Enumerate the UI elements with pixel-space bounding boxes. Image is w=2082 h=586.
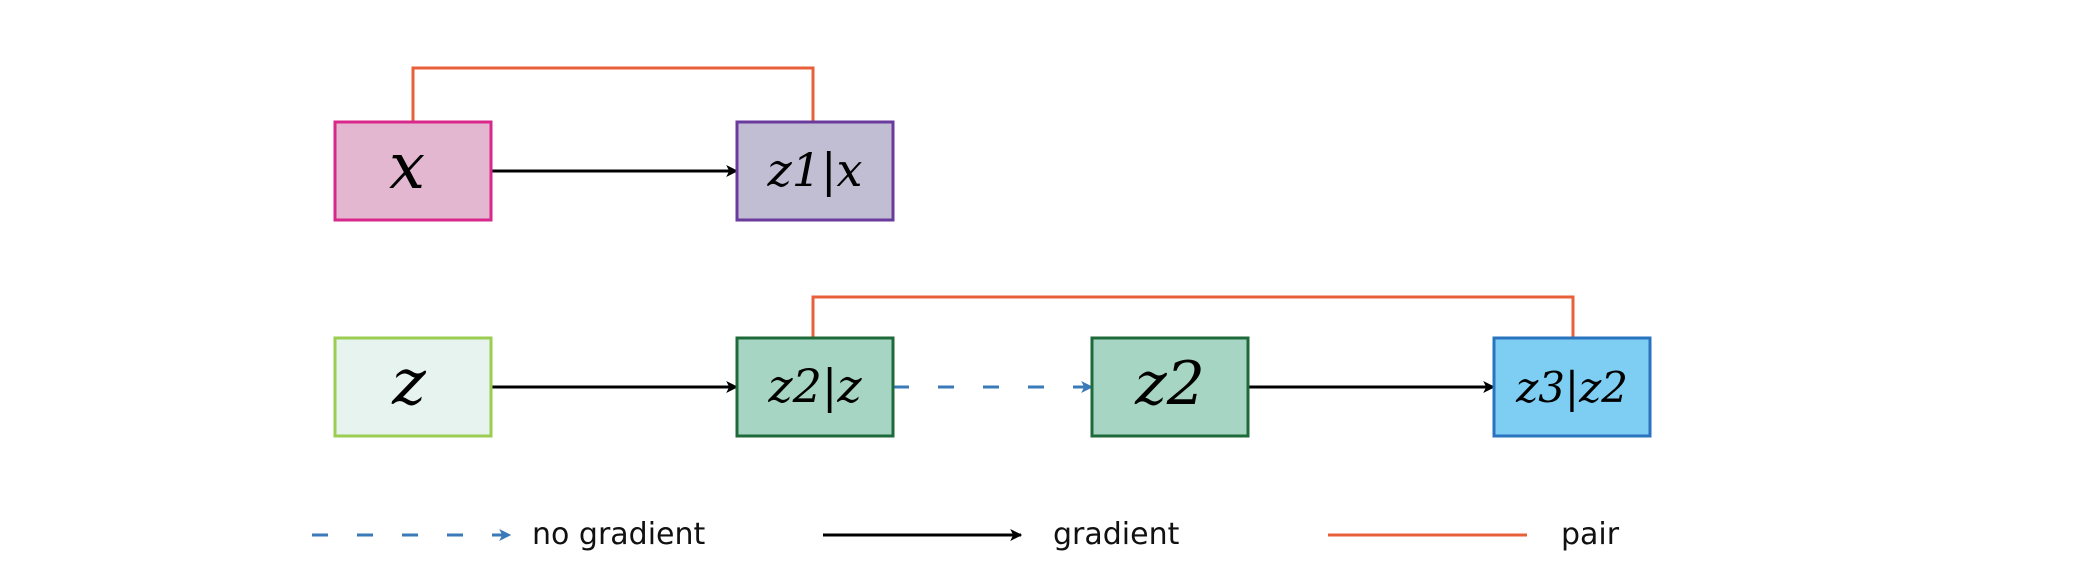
node-x-label: x [389,130,425,204]
legend-no-gradient-label: no gradient [532,517,706,552]
node-z2: z2 [1090,336,1250,438]
node-z3-given-z2-box [1492,336,1652,438]
node-x-box [333,120,493,222]
node-z-label: z [391,346,427,420]
node-z1-given-x: z1|x [735,120,895,222]
node-z3-given-z2-label: z3|z2 [1515,363,1628,412]
node-z2-given-z-box [735,336,895,438]
legend: no gradient gradient pair [312,517,1620,552]
legend-pair-label: pair [1561,517,1620,552]
node-z2-given-z-label: z2|z [767,359,862,413]
node-z3-given-z2: z3|z2 [1492,336,1652,438]
node-x: x [333,120,493,222]
node-z-box [333,336,493,438]
pair-connector-x-z1x [411,66,815,122]
node-z1-given-x-label: z1|x [767,143,863,197]
node-z2-given-z: z2|z [735,336,895,438]
legend-gradient-label: gradient [1053,517,1180,552]
pair-connector-z2z-z3z2 [811,295,1575,338]
node-z2-label: z2 [1134,349,1205,419]
node-z: z [333,336,493,438]
node-z2-box [1090,336,1250,438]
node-z1-given-x-box [735,120,895,222]
